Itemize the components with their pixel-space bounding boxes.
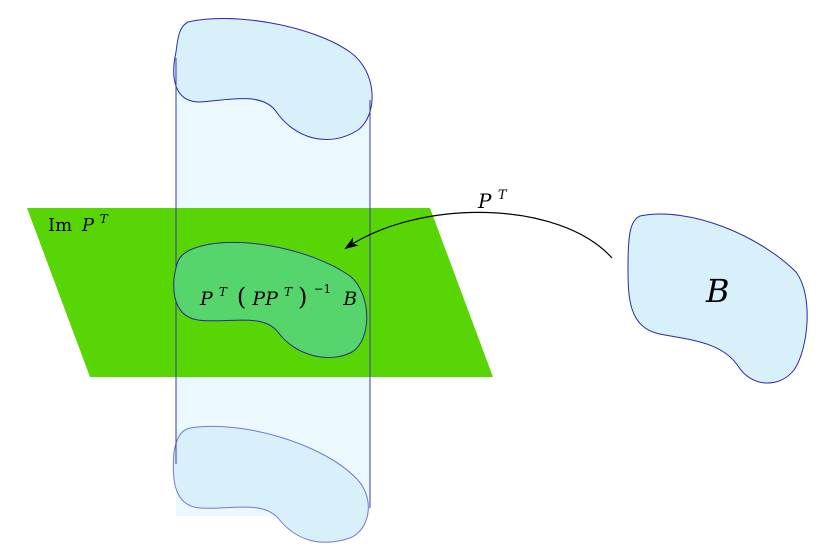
projected-region [173, 241, 368, 359]
top-blob [173, 18, 373, 141]
plane-label-sup: T [100, 212, 109, 226]
cylinder-outline [175, 58, 371, 508]
plane-label-var: P [81, 215, 95, 236]
set-b-blob [627, 213, 808, 384]
plane-label: Im P T [48, 212, 109, 236]
region-label-p: P [199, 288, 214, 310]
mapping-arrow [344, 211, 613, 259]
set-b-label: B [705, 272, 730, 310]
region-label-open: ( [237, 283, 246, 311]
arrow-label: P T [477, 188, 508, 213]
region-label-b: B [342, 288, 357, 310]
region-label-t1: T [219, 285, 228, 299]
arrow-label-sup: T [498, 188, 508, 203]
bottom-blob [172, 425, 369, 543]
region-label: P T ( PP T ) −1 B [199, 276, 357, 311]
plane-label-base: Im [48, 215, 72, 236]
region-label-inv: −1 [313, 282, 331, 296]
region-label-close: ) [298, 283, 307, 311]
region-label-t2: T [284, 285, 293, 299]
region-label-pp: PP [251, 288, 279, 310]
arrow-label-var: P [477, 189, 492, 213]
